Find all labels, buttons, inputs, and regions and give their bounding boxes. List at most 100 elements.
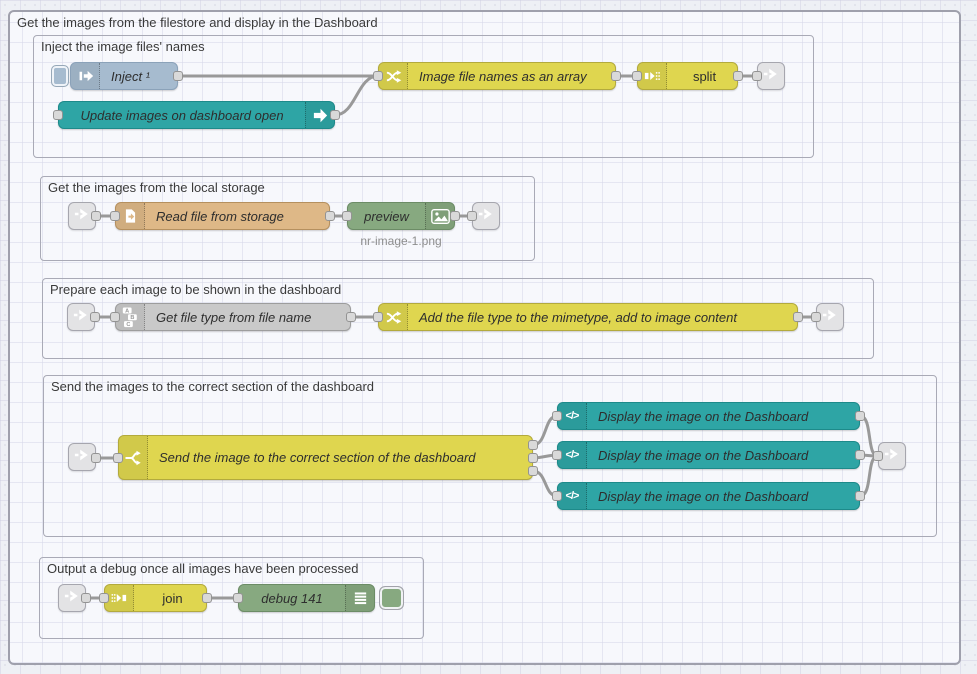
node-label: Display the image on the Dashboard bbox=[598, 408, 809, 424]
port-out[interactable] bbox=[346, 312, 356, 322]
node-ui-template[interactable]: </> Display the image on the Dashboard bbox=[557, 441, 860, 469]
port-in[interactable] bbox=[632, 71, 642, 81]
debug-lines-icon bbox=[345, 585, 374, 611]
node-label: Display the image on the Dashboard bbox=[598, 488, 809, 504]
port-out[interactable] bbox=[528, 440, 538, 450]
group-label: Get the images from the local storage bbox=[48, 180, 265, 195]
port-in[interactable] bbox=[752, 71, 762, 81]
node-ui-template[interactable]: </> Display the image on the Dashboard bbox=[557, 402, 860, 430]
node-change-filenames[interactable]: Image file names as an array bbox=[378, 62, 616, 90]
port-out[interactable] bbox=[91, 453, 101, 463]
svg-text:B: B bbox=[130, 315, 134, 321]
port-out[interactable] bbox=[528, 453, 538, 463]
node-ui-control[interactable]: Update images on dashboard open bbox=[58, 101, 335, 129]
group-label: Send the images to the correct section o… bbox=[51, 379, 375, 394]
node-change-mimetype[interactable]: Add the file type to the mimetype, add t… bbox=[378, 303, 798, 331]
swap-arrows-icon bbox=[379, 304, 408, 330]
port-in[interactable] bbox=[552, 450, 562, 460]
node-split[interactable]: split bbox=[637, 62, 738, 90]
node-label: Display the image on the Dashboard bbox=[598, 447, 809, 463]
group-inject-names[interactable]: Inject the image files' names bbox=[33, 35, 814, 158]
split-icon bbox=[638, 63, 667, 89]
port-in[interactable] bbox=[110, 312, 120, 322]
group-send-images[interactable]: Send the images to the correct section o… bbox=[43, 375, 937, 537]
port-out[interactable] bbox=[81, 593, 91, 603]
link-out-icon bbox=[822, 307, 838, 328]
node-image-preview[interactable]: preview bbox=[347, 202, 455, 230]
node-read-file[interactable]: Read file from storage bbox=[115, 202, 330, 230]
svg-text:C: C bbox=[126, 321, 130, 327]
group-label: Get the images from the filestore and di… bbox=[17, 15, 378, 30]
code-template-icon: </> bbox=[558, 483, 587, 509]
port-in[interactable] bbox=[373, 71, 383, 81]
port-out[interactable] bbox=[90, 312, 100, 322]
port-out[interactable] bbox=[793, 312, 803, 322]
node-link-out[interactable] bbox=[757, 62, 785, 90]
file-icon bbox=[116, 203, 145, 229]
node-label: debug 141 bbox=[261, 590, 323, 606]
node-ui-template[interactable]: </> Display the image on the Dashboard bbox=[557, 482, 860, 510]
link-in-icon bbox=[64, 588, 80, 609]
group-label: Output a debug once all images have been… bbox=[47, 561, 359, 576]
link-in-icon bbox=[74, 206, 90, 227]
group-label: Inject the image files' names bbox=[41, 39, 205, 54]
group-label: Prepare each image to be shown in the da… bbox=[50, 282, 342, 297]
node-label: preview bbox=[364, 208, 409, 224]
group-output-debug[interactable]: Output a debug once all images have been… bbox=[39, 557, 424, 639]
port-in[interactable] bbox=[811, 312, 821, 322]
port-out[interactable] bbox=[450, 211, 460, 221]
port-out[interactable] bbox=[91, 211, 101, 221]
port-in[interactable] bbox=[113, 453, 123, 463]
port-out[interactable] bbox=[528, 466, 538, 476]
node-status: nr-image-1.png bbox=[360, 234, 442, 248]
port-out[interactable] bbox=[855, 491, 865, 501]
group-prepare-image[interactable]: Prepare each image to be shown in the da… bbox=[42, 278, 874, 359]
port-in[interactable] bbox=[233, 593, 243, 603]
code-template-icon: </> bbox=[558, 403, 587, 429]
node-inject[interactable]: Inject ¹ bbox=[70, 62, 178, 90]
port-out[interactable] bbox=[325, 211, 335, 221]
switch-fork-icon bbox=[119, 436, 148, 479]
node-label: split bbox=[692, 68, 717, 84]
node-label: join bbox=[162, 590, 183, 606]
wire[interactable] bbox=[333, 74, 380, 117]
svg-text:A: A bbox=[125, 308, 129, 314]
node-join[interactable]: join bbox=[104, 584, 207, 612]
node-label: Image file names as an array bbox=[419, 68, 587, 84]
port-out[interactable] bbox=[202, 593, 212, 603]
debug-enable-toggle[interactable] bbox=[379, 586, 404, 610]
port-out[interactable] bbox=[173, 71, 183, 81]
inject-trigger-button[interactable] bbox=[51, 65, 69, 87]
port-in[interactable] bbox=[373, 312, 383, 322]
inject-arrow-icon bbox=[71, 63, 100, 89]
port-out[interactable] bbox=[330, 110, 340, 120]
port-in[interactable] bbox=[53, 110, 63, 120]
node-debug[interactable]: debug 141 bbox=[238, 584, 375, 612]
code-template-icon: </> bbox=[558, 442, 587, 468]
port-out[interactable] bbox=[611, 71, 621, 81]
group-local-storage[interactable]: Get the images from the local storage bbox=[40, 176, 535, 261]
port-in[interactable] bbox=[99, 593, 109, 603]
port-in[interactable] bbox=[873, 451, 883, 461]
port-out[interactable] bbox=[855, 450, 865, 460]
join-icon bbox=[105, 585, 134, 611]
port-in[interactable] bbox=[467, 211, 477, 221]
link-out-icon bbox=[763, 66, 779, 87]
node-switch[interactable]: Send the image to the correct section of… bbox=[118, 435, 533, 480]
port-in[interactable] bbox=[552, 411, 562, 421]
image-icon bbox=[425, 203, 454, 229]
link-out-icon bbox=[884, 446, 900, 467]
link-out-icon bbox=[478, 206, 494, 227]
swap-arrows-icon bbox=[379, 63, 408, 89]
port-out[interactable] bbox=[733, 71, 743, 81]
port-in[interactable] bbox=[552, 491, 562, 501]
port-in[interactable] bbox=[342, 211, 352, 221]
port-out[interactable] bbox=[855, 411, 865, 421]
port-in[interactable] bbox=[110, 211, 120, 221]
node-link-in[interactable] bbox=[68, 202, 96, 230]
node-label: Read file from storage bbox=[156, 208, 284, 224]
node-label: Get file type from file name bbox=[156, 309, 312, 325]
